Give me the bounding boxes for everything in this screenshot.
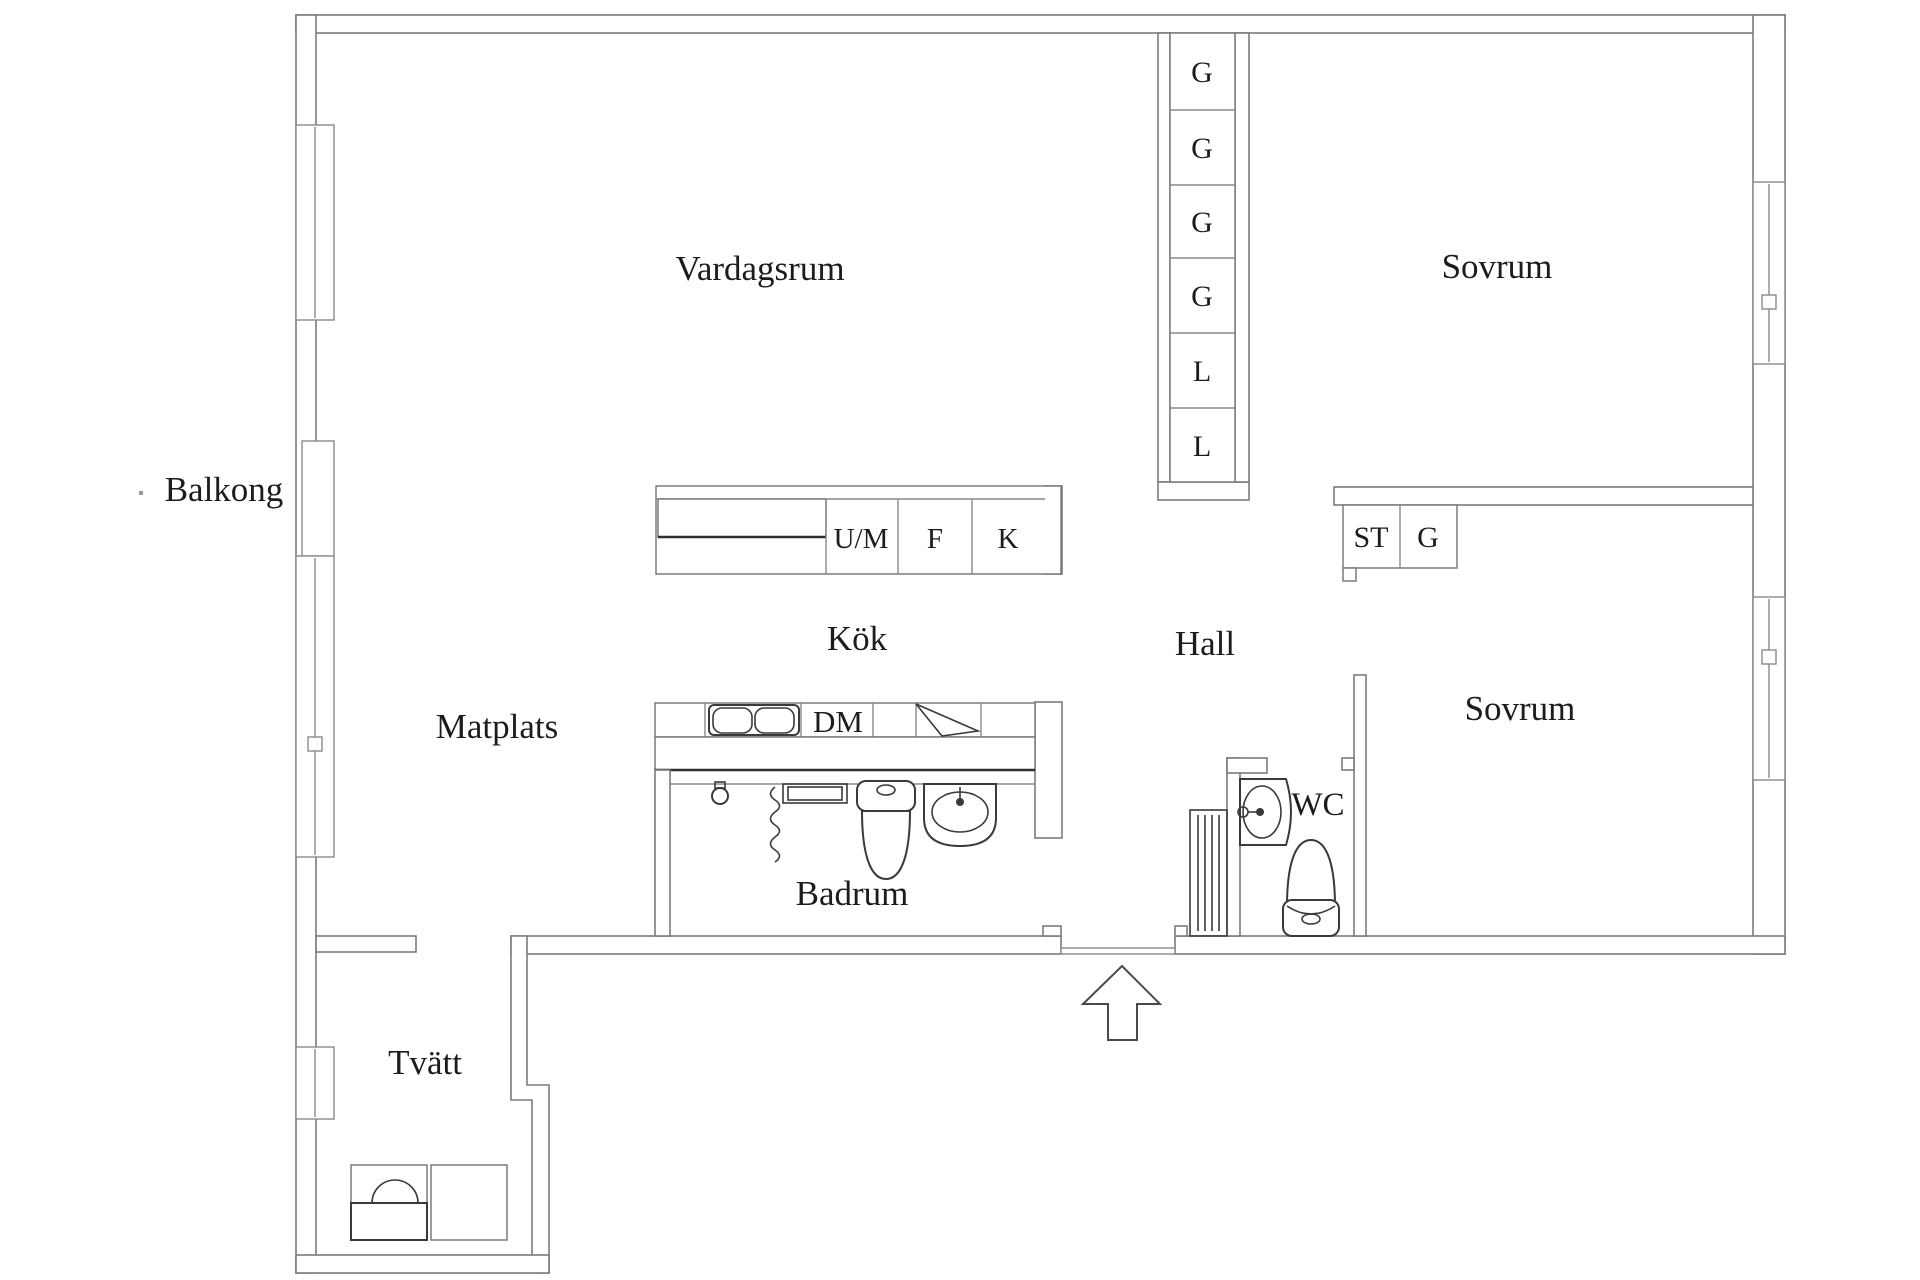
toilet-icon-badrum bbox=[856, 780, 916, 881]
room-label-balkong: Balkong bbox=[165, 470, 284, 509]
sink-icon-badrum bbox=[923, 783, 997, 848]
appliance-label: F bbox=[927, 523, 943, 555]
radiator-icon bbox=[1189, 809, 1228, 937]
radiator-outline bbox=[1189, 809, 1228, 937]
badrum bbox=[654, 769, 1035, 937]
wall-sovrum-right-left bbox=[1353, 674, 1367, 937]
wall-entry-jamb-left bbox=[1042, 925, 1062, 937]
stove-icon bbox=[915, 703, 981, 737]
window-sovrum-top-handle bbox=[1761, 294, 1777, 310]
appliance-label: K bbox=[998, 523, 1019, 555]
kitchen-sink-icon bbox=[708, 704, 800, 736]
wall-vardagsrum-right bbox=[1157, 32, 1171, 483]
sink-basin-left bbox=[712, 707, 753, 734]
washer-front bbox=[350, 1202, 428, 1241]
room-labels: Vardagsrum Sovrum Balkong Matplats Kök H… bbox=[165, 247, 1576, 1082]
toilet-button bbox=[1301, 913, 1321, 925]
appliance-label: U/M bbox=[834, 523, 889, 555]
washer-door-arc bbox=[371, 1179, 419, 1204]
closet-cell-label: G bbox=[1191, 280, 1213, 313]
dryer-outline bbox=[430, 1164, 508, 1241]
closet-column: G G G G L L bbox=[1169, 32, 1236, 483]
room-label-sovrum-right: Sovrum bbox=[1465, 689, 1576, 728]
wall-right bbox=[1752, 14, 1786, 955]
room-label-sovrum-top: Sovrum bbox=[1442, 247, 1553, 286]
windows bbox=[295, 124, 1786, 1120]
entrance-arrow-icon bbox=[1080, 964, 1163, 1041]
wc-room bbox=[1189, 778, 1340, 937]
wall-bottom-left-section bbox=[510, 935, 1062, 955]
room-label-vardagsrum: Vardagsrum bbox=[675, 249, 844, 288]
closet-cell-label: L bbox=[1193, 430, 1211, 463]
balcony-mark bbox=[139, 491, 143, 495]
shower-hose-icon bbox=[769, 786, 781, 863]
shower-head-icon bbox=[711, 781, 729, 805]
window-matplats-handle bbox=[307, 736, 323, 752]
window-sovrum-right-handle bbox=[1761, 649, 1777, 665]
closet-cell-label: L bbox=[1193, 355, 1211, 388]
sink-outline bbox=[923, 783, 997, 848]
hall-closets: ST G bbox=[1342, 504, 1458, 582]
closet-cell-label: G bbox=[1191, 132, 1213, 165]
toilet-bowl bbox=[1285, 838, 1337, 907]
closet-cell-label: G bbox=[1191, 206, 1213, 239]
closet-cell-label: G bbox=[1191, 56, 1213, 89]
sink-outline bbox=[708, 704, 800, 736]
wall-badrum-left bbox=[654, 769, 671, 937]
room-label-hall: Hall bbox=[1175, 624, 1236, 663]
shower-head bbox=[711, 787, 729, 805]
sink-basin bbox=[1242, 785, 1282, 839]
dishwasher-label: DM bbox=[813, 704, 863, 739]
room-label-matplats: Matplats bbox=[436, 707, 558, 746]
wall-badrum-right bbox=[1034, 701, 1063, 839]
wall-bottom-right-section bbox=[1174, 935, 1786, 955]
wall-bottom-tvatt bbox=[295, 1254, 550, 1274]
wall-sovrum-top-bottom bbox=[1333, 486, 1754, 506]
wall-wc-door-jamb bbox=[1341, 757, 1355, 771]
entry-threshold bbox=[1060, 947, 1176, 955]
bath-shelf-icon bbox=[782, 783, 848, 804]
toilet-bowl bbox=[860, 810, 912, 881]
room-label-wc: WC bbox=[1291, 787, 1344, 823]
lower-counter-slab bbox=[654, 736, 1036, 771]
sink-icon-wc bbox=[1237, 778, 1292, 846]
wall-tvatt-right bbox=[510, 935, 550, 1274]
wall-tvatt-top-stub bbox=[315, 935, 417, 953]
wall-wc-left bbox=[1226, 757, 1241, 937]
balcony-door bbox=[301, 440, 335, 557]
hall-closet-corner bbox=[1342, 567, 1357, 582]
shelf-inner bbox=[787, 786, 843, 801]
toilet-tank bbox=[1282, 899, 1340, 937]
sink-basin-right bbox=[754, 707, 795, 734]
washer-icon bbox=[350, 1164, 428, 1241]
room-label-badrum: Badrum bbox=[796, 874, 909, 913]
closet-cell-label: ST bbox=[1353, 521, 1388, 554]
room-label-kok: Kök bbox=[827, 619, 888, 658]
shelf-outer bbox=[782, 783, 848, 804]
sink-tap-dot bbox=[956, 798, 964, 806]
walls bbox=[295, 14, 1786, 1274]
toilet-icon-wc bbox=[1282, 838, 1340, 937]
wall-wc-top bbox=[1226, 757, 1268, 774]
wall-entry-jamb-right bbox=[1174, 925, 1188, 937]
wall-closet-column-foot bbox=[1157, 481, 1250, 501]
kitchen-upper-counter: U/M F K bbox=[655, 485, 1062, 575]
wall-sovrum-top-left bbox=[1234, 32, 1250, 483]
room-label-tvatt: Tvätt bbox=[388, 1043, 462, 1082]
sink-outline bbox=[1239, 778, 1292, 846]
kitchen-lower-counter: DM bbox=[654, 702, 1036, 772]
closet-cell-label: G bbox=[1417, 521, 1439, 554]
sink-tap-dot bbox=[1256, 808, 1264, 816]
wall-top bbox=[295, 14, 1786, 34]
toilet-button bbox=[876, 784, 896, 796]
laundry bbox=[350, 1164, 508, 1241]
upper-counter-worktop bbox=[657, 498, 827, 538]
